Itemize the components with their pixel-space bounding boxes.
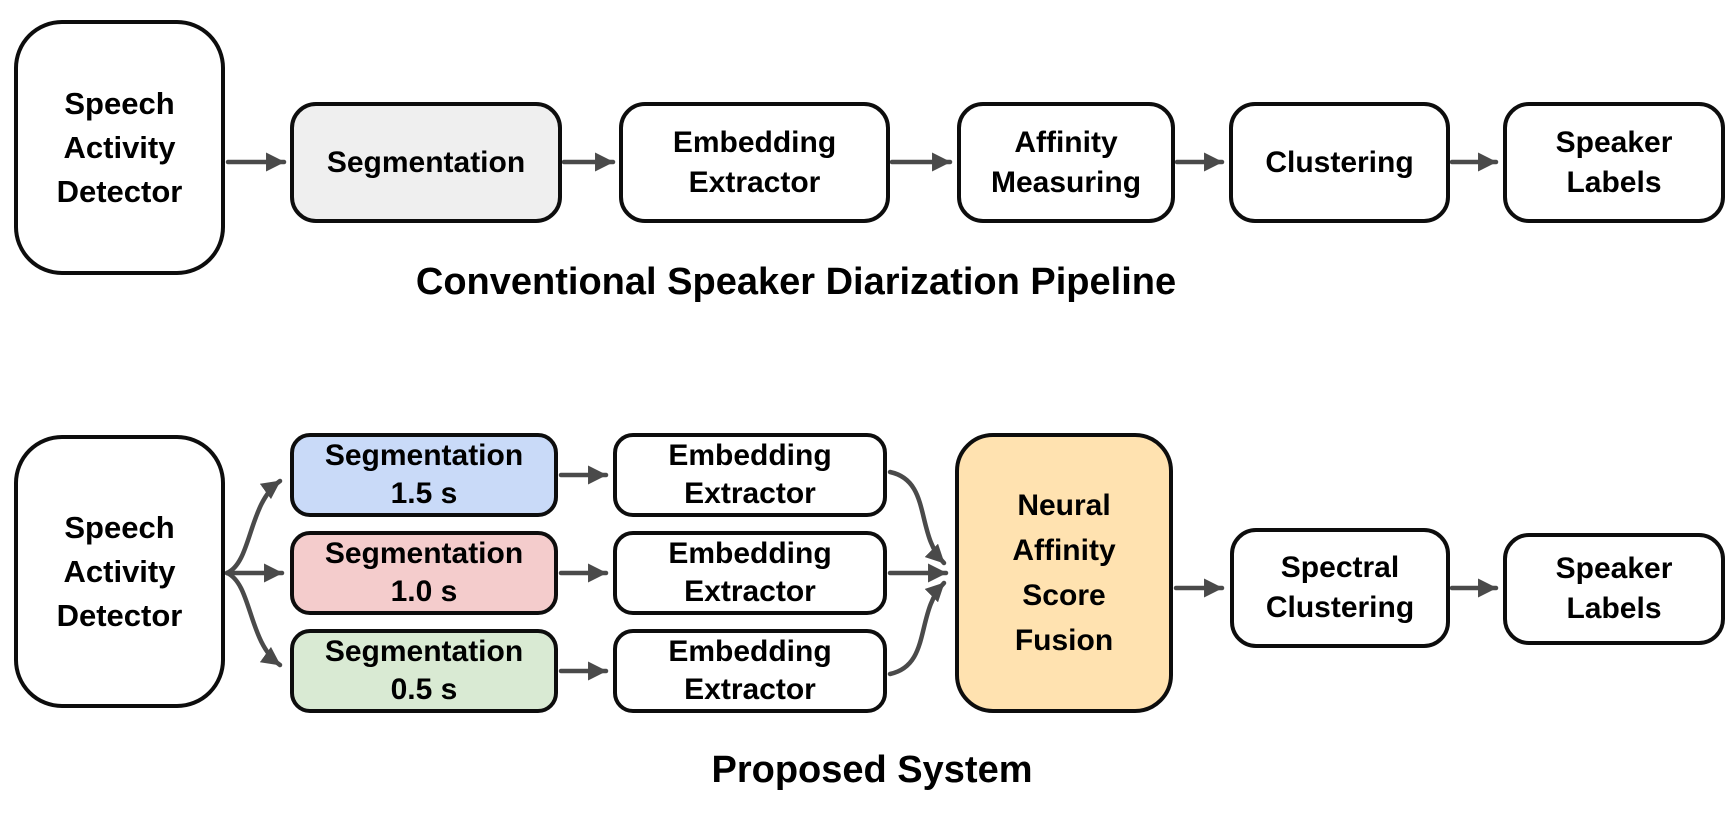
node-label-line: Activity [63,129,176,165]
node-label-line: Extractor [684,673,816,706]
node-label-line: Clustering [1265,145,1414,179]
node-speech-activity-detector-top: Speech Activity Detector [14,20,225,275]
node-label-line: Extractor [684,477,816,510]
node-label-line: Embedding [668,635,832,668]
node-label-line: Spectral [1280,551,1400,584]
node-label-line: Segmentation [326,145,526,179]
node-segmentation-1-5s: Segmentation 1.5 s [290,433,558,517]
arrow-sad-to-seg05 [224,570,283,668]
arrow-ee3-to-fusion [887,580,947,677]
node-label-line: Segmentation [324,537,524,570]
node-label-line: Fusion [1014,624,1114,657]
node-label-line: 1.0 s [390,575,458,608]
node-label-line: Speaker [1555,552,1673,585]
node-label-line: Extractor [684,575,816,608]
node-embedding-extractor-top: Embedding Extractor [619,102,890,223]
node-clustering: Clustering [1229,102,1450,223]
arrow-ee1-to-fusion [887,469,947,566]
node-segmentation-0-5s: Segmentation 0.5 s [290,629,558,713]
node-segmentation-1-0s: Segmentation 1.0 s [290,531,558,615]
node-label-line: Affinity [1012,534,1116,567]
node-label-line: Embedding [672,125,837,159]
node-label-line: 1.5 s [390,477,458,510]
node-label-line: Neural [1017,489,1111,522]
node-label-line: Measuring [990,165,1142,199]
node-affinity-measuring: Affinity Measuring [957,102,1175,223]
node-spectral-clustering: Spectral Clustering [1230,528,1450,648]
conventional-pipeline-title: Conventional Speaker Diarization Pipelin… [415,261,1177,303]
node-neural-affinity-score-fusion: Neural Affinity Score Fusion [955,433,1173,713]
arrow-sad-to-seg15 [224,478,283,576]
node-label-line: Labels [1566,592,1662,625]
node-embedding-extractor-1: Embedding Extractor [613,433,887,517]
node-label-line: Extractor [688,165,821,199]
node-label-line: Affinity [1014,125,1118,159]
node-embedding-extractor-2: Embedding Extractor [613,531,887,615]
node-label-line: Labels [1566,165,1662,199]
node-speaker-labels-top: Speaker Labels [1503,102,1725,223]
node-speaker-labels-bottom: Speaker Labels [1503,533,1725,645]
node-speech-activity-detector-bottom: Speech Activity Detector [14,435,225,708]
node-label-line: 0.5 s [390,673,458,706]
proposed-system-title: Proposed System [711,749,1033,791]
node-segmentation: Segmentation [290,102,562,223]
node-label-line: Speech [64,85,175,121]
node-embedding-extractor-3: Embedding Extractor [613,629,887,713]
node-label-line: Speaker [1555,125,1673,159]
node-label-line: Segmentation [324,635,524,668]
node-label-line: Detector [56,597,183,633]
node-label-line: Score [1022,579,1106,612]
node-label-line: Activity [63,553,176,589]
node-label-line: Detector [56,173,183,209]
node-label-line: Segmentation [324,439,524,472]
node-label-line: Embedding [668,439,832,472]
node-label-line: Speech [64,509,175,545]
node-label-line: Embedding [668,537,832,570]
node-label-line: Clustering [1265,591,1415,624]
